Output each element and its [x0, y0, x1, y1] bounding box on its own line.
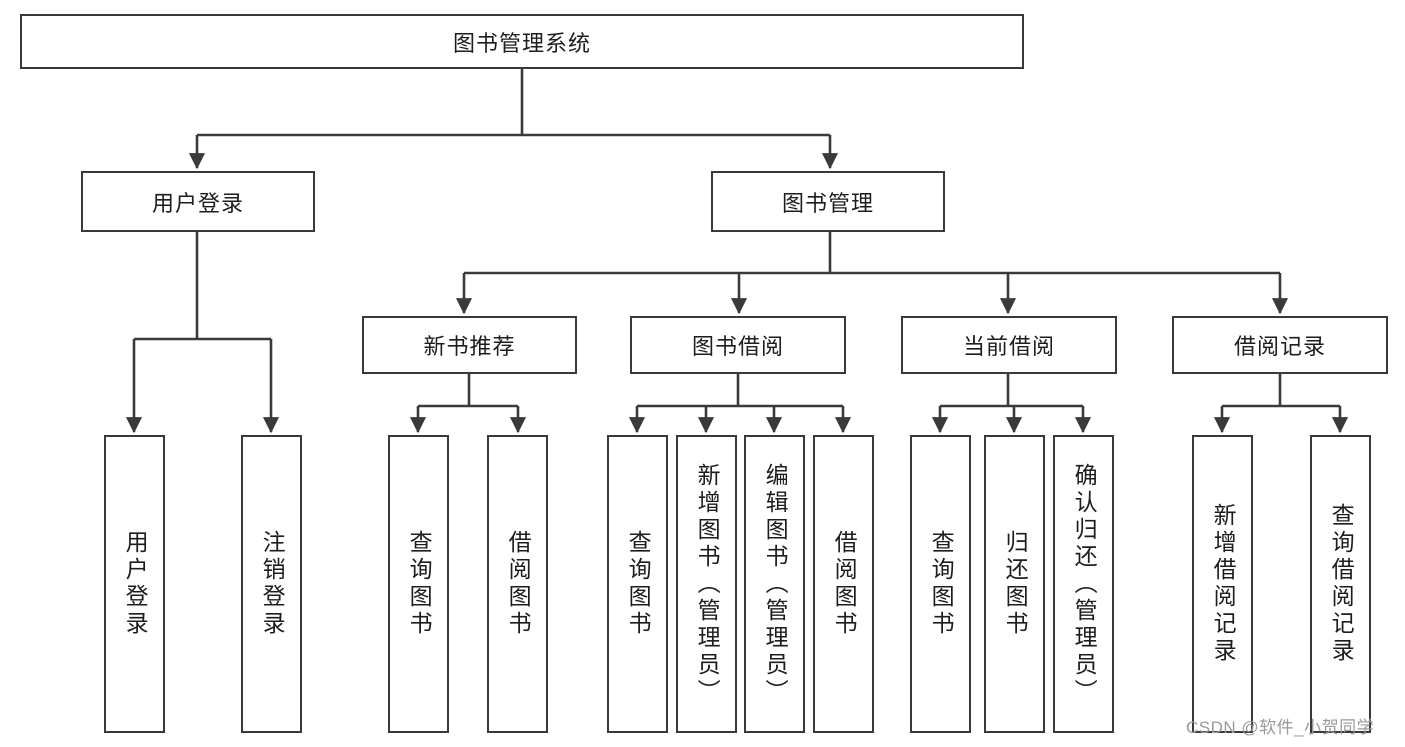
node-leaf-borrow-book-label: 借阅图书: [831, 530, 858, 638]
node-leaf-add-record-label: 新增借阅记录: [1210, 503, 1237, 665]
node-leaf-add-book[interactable]: 新增图书（管理员）: [676, 435, 737, 733]
csdn-watermark: CSDN @软件_小贺同学: [1186, 718, 1375, 737]
node-borrow-record-label: 借阅记录: [1233, 334, 1326, 359]
node-leaf-user-logout-label: 注销登录: [259, 530, 286, 638]
node-current-borrow-label: 当前借阅: [962, 334, 1055, 359]
node-leaf-add-record[interactable]: 新增借阅记录: [1192, 435, 1253, 733]
node-leaf-query-book-rec-label: 查询图书: [406, 530, 433, 638]
node-leaf-edit-book-label: 编辑图书（管理员）: [762, 462, 789, 706]
node-book-borrow-label: 图书借阅: [691, 334, 784, 359]
node-leaf-query-record-label: 查询借阅记录: [1328, 503, 1355, 665]
node-borrow-record[interactable]: 借阅记录: [1172, 316, 1388, 374]
node-leaf-confirm-return-label: 确认归还（管理员）: [1071, 462, 1098, 706]
node-leaf-return-book[interactable]: 归还图书: [984, 435, 1045, 733]
node-leaf-return-book-label: 归还图书: [1002, 530, 1029, 638]
node-new-book-recommend[interactable]: 新书推荐: [362, 316, 577, 374]
node-current-borrow[interactable]: 当前借阅: [901, 316, 1117, 374]
node-leaf-borrow-book[interactable]: 借阅图书: [813, 435, 874, 733]
node-book-manage-label: 图书管理: [781, 190, 874, 216]
node-new-book-recommend-label: 新书推荐: [423, 334, 516, 359]
node-root-system[interactable]: 图书管理系统: [20, 14, 1024, 69]
node-root-label: 图书管理系统: [452, 30, 591, 56]
node-user-login-label: 用户登录: [151, 190, 244, 216]
node-leaf-edit-book[interactable]: 编辑图书（管理员）: [744, 435, 805, 733]
node-leaf-user-logout[interactable]: 注销登录: [241, 435, 302, 733]
node-leaf-query-record[interactable]: 查询借阅记录: [1310, 435, 1371, 733]
node-leaf-add-book-label: 新增图书（管理员）: [694, 462, 721, 706]
node-book-borrow[interactable]: 图书借阅: [630, 316, 846, 374]
node-leaf-borrow-book-rec[interactable]: 借阅图书: [487, 435, 548, 733]
node-leaf-user-login-label: 用户登录: [122, 530, 149, 638]
node-leaf-borrow-book-rec-label: 借阅图书: [505, 530, 532, 638]
node-leaf-user-login[interactable]: 用户登录: [104, 435, 165, 733]
node-user-login[interactable]: 用户登录: [81, 171, 315, 232]
node-leaf-query-book-current-label: 查询图书: [928, 530, 955, 638]
node-book-manage[interactable]: 图书管理: [711, 171, 945, 232]
node-leaf-query-book-rec[interactable]: 查询图书: [388, 435, 449, 733]
node-leaf-query-book-borrow-label: 查询图书: [625, 530, 652, 638]
node-leaf-query-book-borrow[interactable]: 查询图书: [607, 435, 668, 733]
node-leaf-confirm-return[interactable]: 确认归还（管理员）: [1053, 435, 1114, 733]
node-leaf-query-book-current[interactable]: 查询图书: [910, 435, 971, 733]
